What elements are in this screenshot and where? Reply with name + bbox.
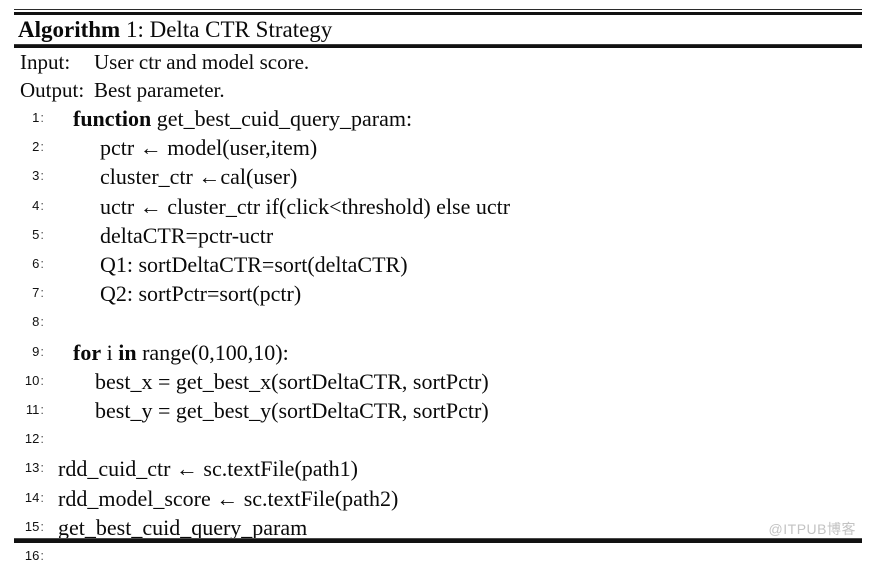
line-number: 12 — [14, 431, 44, 447]
code-text: get_best_cuid_query_param — [58, 513, 307, 542]
line-number: 2 — [14, 139, 44, 155]
code-body: Q2: sortPctr=sort(pctr) — [100, 281, 302, 307]
code-text: rdd_model_score ← sc.textFile(path2) — [58, 484, 398, 513]
code-line: 5 deltaCTR=pctr-uctr — [14, 221, 862, 250]
algorithm-title: Algorithm 1: Delta CTR Strategy — [18, 16, 332, 43]
code-line: 6 Q1: sortDeltaCTR=sort(deltaCTR) — [14, 250, 862, 279]
code-line: 3 cluster_ctr ←cal(user) — [14, 162, 862, 191]
code-text: function get_best_cuid_query_param: — [73, 104, 412, 133]
code-keyword: for — [73, 339, 102, 365]
code-line: 14 rdd_model_score ← sc.textFile(path2) — [14, 484, 862, 513]
line-number: 10 — [14, 373, 44, 389]
code-text: rdd_cuid_ctr ← sc.textFile(path1) — [58, 454, 358, 483]
code-line: 15 get_best_cuid_query_param — [14, 513, 862, 542]
code-text: for i in range(0,100,10): — [73, 338, 289, 367]
line-number: 16 — [14, 548, 44, 564]
code-body: i — [101, 339, 119, 365]
input-label: Input: — [20, 50, 71, 74]
code-body: rdd_model_score ← sc.textFile(path2) — [58, 485, 399, 511]
output-label: Output: — [20, 78, 85, 102]
output-value: Best parameter. — [94, 78, 225, 102]
line-number: 14 — [14, 490, 44, 506]
code-line: 4 uctr ← cluster_ctr if(click<threshold) … — [14, 192, 862, 221]
code-text: uctr ← cluster_ctr if(click<threshold) e… — [100, 192, 510, 221]
code-line: 16 — [14, 542, 862, 571]
code-body: get_best_cuid_query_param: — [151, 106, 413, 131]
code-keyword: function — [73, 106, 152, 131]
watermark: @ITPUB博客 — [768, 521, 856, 537]
code-line: 1 function get_best_cuid_query_param: — [14, 104, 862, 133]
code-text: Q2: sortPctr=sort(pctr) — [100, 279, 301, 308]
title-rule — [14, 44, 862, 48]
algorithm-output-row: Output: Best parameter. — [20, 78, 225, 103]
line-number: 15 — [14, 519, 44, 535]
top-rule-thin — [14, 9, 862, 10]
line-number: 13 — [14, 460, 44, 476]
code-body: best_x = get_best_x(sortDeltaCTR, sortPc… — [95, 368, 489, 394]
line-number: 3 — [14, 168, 44, 184]
code-body: Q1: sortDeltaCTR=sort(deltaCTR) — [100, 252, 408, 277]
line-number: 5 — [14, 227, 44, 243]
algorithm-title-rest: 1: Delta CTR Strategy — [120, 17, 333, 42]
line-number: 1 — [14, 110, 44, 126]
code-body-secondary: range(0,100,10): — [136, 339, 289, 365]
code-body: cluster_ctr ←cal(user) — [100, 164, 298, 190]
algorithm-block: Algorithm 1: Delta CTR Strategy Input: Us… — [14, 0, 862, 563]
code-body: deltaCTR=pctr-uctr — [100, 222, 274, 248]
code-line: 9 for i in range(0,100,10): — [14, 338, 862, 367]
top-rule-thick — [14, 12, 862, 15]
code-line: 10 best_x = get_best_x(sortDeltaCTR, sort… — [14, 367, 862, 396]
line-number: 8 — [14, 314, 44, 330]
code-line: 8 — [14, 308, 862, 337]
code-body: rdd_cuid_ctr ← sc.textFile(path1) — [58, 456, 358, 482]
code-body: best_y = get_best_y(sortDeltaCTR, sortPc… — [95, 398, 489, 423]
algorithm-title-keyword: Algorithm — [18, 17, 121, 42]
code-line: 11 best_y = get_best_y(sortDeltaCTR, sort… — [14, 396, 862, 425]
code-line: 13 rdd_cuid_ctr ← sc.textFile(path1) — [14, 454, 862, 483]
input-value: User ctr and model score. — [94, 50, 310, 74]
line-number: 6 — [14, 256, 44, 272]
code-text: best_x = get_best_x(sortDeltaCTR, sortPc… — [95, 367, 489, 396]
code-keyword-secondary: in — [118, 339, 137, 365]
line-number: 11 — [14, 402, 44, 418]
code-body: uctr ← cluster_ctr if(click<threshold) e… — [100, 193, 511, 219]
code-body: pctr ← model(user,item) — [100, 135, 318, 161]
algorithm-input-row: Input: User ctr and model score. — [20, 50, 309, 75]
line-number: 4 — [14, 198, 44, 214]
code-body: get_best_cuid_query_param — [58, 514, 308, 540]
code-text: best_y = get_best_y(sortDeltaCTR, sortPc… — [95, 396, 489, 425]
code-line: 12 — [14, 425, 862, 454]
code-text: deltaCTR=pctr-uctr — [100, 221, 273, 250]
code-text: pctr ← model(user,item) — [100, 133, 317, 162]
bottom-rule — [14, 538, 862, 543]
code-text: cluster_ctr ←cal(user) — [100, 162, 297, 191]
line-number: 7 — [14, 285, 44, 301]
code-text: Q1: sortDeltaCTR=sort(deltaCTR) — [100, 250, 408, 279]
code-line: 2 pctr ← model(user,item) — [14, 133, 862, 162]
line-number: 9 — [14, 344, 44, 360]
code-line: 7 Q2: sortPctr=sort(pctr) — [14, 279, 862, 308]
